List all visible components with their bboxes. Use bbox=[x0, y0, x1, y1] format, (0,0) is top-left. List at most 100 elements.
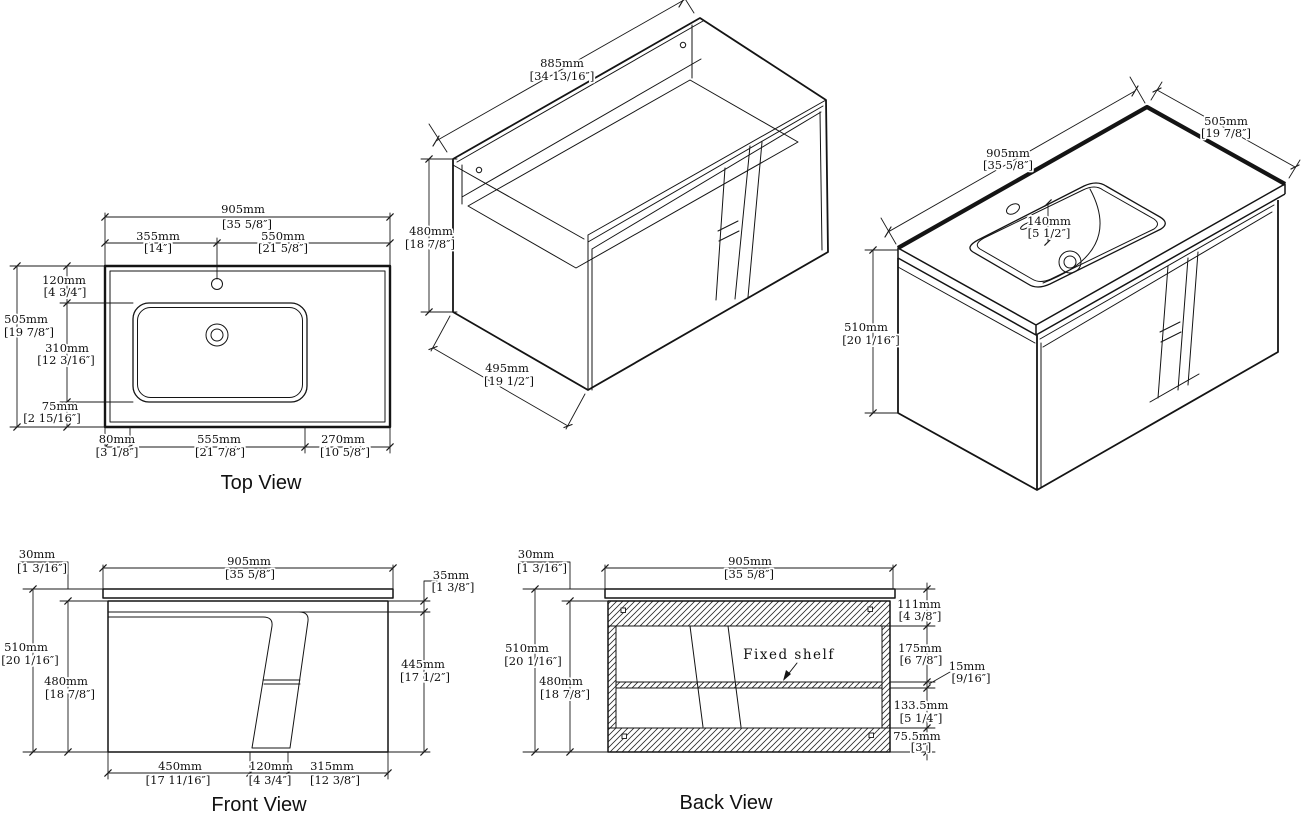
cabinet-detail-lines bbox=[452, 20, 827, 391]
dim-lower-section-mm: 133.5mm bbox=[894, 698, 949, 712]
dim-overhang-in: [1 3/16″] bbox=[517, 561, 567, 575]
dim-depth-in: [19 1/2″] bbox=[484, 374, 534, 388]
dim-width-mm: 905mm bbox=[227, 554, 271, 568]
sink-basin-outer bbox=[969, 182, 1166, 288]
cabinet-outline bbox=[452, 17, 829, 391]
dim-edge-to-basin-mm: 120mm bbox=[42, 273, 86, 287]
drain-outer bbox=[205, 323, 229, 347]
dim-body-height-mm: 480mm bbox=[44, 674, 88, 688]
door-seam-lines bbox=[689, 625, 742, 728]
screw-hole bbox=[867, 606, 873, 612]
dim-height-in: [20 1/16″] bbox=[1, 653, 58, 667]
dim-top-depth-in: [19 7/8″] bbox=[1201, 126, 1251, 140]
screw-hole bbox=[621, 733, 627, 739]
front-view-tick-marks bbox=[29, 564, 428, 777]
dim-basin-to-edge-mm: 75mm bbox=[42, 399, 79, 413]
dim-center-gap-mm: 120mm bbox=[249, 759, 293, 773]
dim-width-in: [35 5/8″] bbox=[225, 567, 275, 581]
dim-upper-section-in: [6 7/8″] bbox=[900, 653, 943, 667]
dim-left-span-mm: 355mm bbox=[136, 229, 180, 243]
countertop bbox=[897, 106, 1286, 336]
overflow-slot bbox=[1020, 222, 1032, 230]
dim-side-span-mm: 270mm bbox=[321, 432, 365, 446]
dim-height-mm: 510mm bbox=[844, 320, 888, 334]
cabinet-detail-lines bbox=[897, 204, 1275, 489]
countertop-inner-edge bbox=[109, 270, 386, 423]
dim-body-height-mm: 480mm bbox=[539, 674, 583, 688]
dim-height-in: [20 1/16″] bbox=[504, 654, 561, 668]
dim-basin-length-in: [12 3/16″] bbox=[37, 353, 94, 367]
screw-hole bbox=[868, 732, 874, 738]
dim-width-mm: 905mm bbox=[728, 554, 772, 568]
door-lines bbox=[107, 611, 389, 749]
shelf-arrow-head bbox=[783, 670, 791, 681]
dim-top-width-mm: 905mm bbox=[986, 146, 1030, 160]
dim-upper-section-mm: 175mm bbox=[898, 641, 942, 655]
dim-width-in: [35 5/8″] bbox=[222, 217, 272, 231]
dim-basin-length-mm: 310mm bbox=[45, 341, 89, 355]
dim-top-rail-mm: 111mm bbox=[897, 597, 941, 611]
dim-body-height-in: [18 7/8″] bbox=[540, 687, 590, 701]
dim-overhang-mm: 30mm bbox=[518, 547, 555, 561]
faucet-hole bbox=[1006, 203, 1020, 215]
left-stile-hatched bbox=[607, 625, 617, 729]
top-view-dimension-lines bbox=[9, 212, 391, 454]
top-rail-hatched bbox=[607, 600, 891, 627]
dim-center-gap-in: [4 3/4″] bbox=[249, 773, 292, 787]
drain-inner bbox=[1063, 255, 1077, 269]
dim-door-height-in: [17 1/2″] bbox=[400, 670, 450, 684]
back-view: 30mm [1 3/16″] 905mm [35 5/8″] 510mm [20… bbox=[503, 545, 993, 816]
dim-width-in: [35 5/8″] bbox=[724, 567, 774, 581]
dim-bottom-rail-in: [3″] bbox=[911, 740, 932, 754]
cabinet-body-outline bbox=[897, 200, 1279, 491]
back-view-tick-marks bbox=[531, 564, 931, 756]
basin-depth-curve bbox=[1042, 188, 1101, 284]
iso-sink-tick-marks bbox=[869, 85, 1300, 417]
screw-hole bbox=[475, 166, 483, 174]
dim-side-span-in: [10 5/8″] bbox=[320, 445, 370, 459]
dim-width-mm: 885mm bbox=[540, 56, 584, 70]
dim-width-mm: 905mm bbox=[221, 202, 265, 216]
iso-open-view: 885mm [34 13/16″] 480mm [18 7/8″] 495mm … bbox=[403, 0, 829, 430]
top-view: 905mm [35 5/8″] 355mm [14″] 550mm [21 5/… bbox=[2, 200, 394, 496]
dim-right-door-mm: 315mm bbox=[310, 759, 354, 773]
dim-shelf-thickness-mm: 15mm bbox=[949, 659, 986, 673]
dim-basin-to-edge-in: [2 15/16″] bbox=[23, 411, 80, 425]
dim-edge-to-basin-in: [4 3/4″] bbox=[44, 285, 87, 299]
dim-left-door-mm: 450mm bbox=[158, 759, 202, 773]
dim-corner-offset-mm: 80mm bbox=[99, 432, 136, 446]
back-view-dimension-lines bbox=[519, 561, 951, 761]
dim-depth-in: [19 7/8″] bbox=[4, 325, 54, 339]
dim-top-width-in: [35 5/8″] bbox=[983, 158, 1033, 172]
dim-shelf-thickness-in: [9/16″] bbox=[951, 671, 990, 685]
sink-basin-outer bbox=[132, 302, 308, 403]
screw-hole bbox=[679, 41, 687, 49]
dim-faucet-center-in: [5 1/2″] bbox=[1028, 226, 1071, 240]
top-view-title: Top View bbox=[221, 472, 302, 494]
iso-open-tick-marks bbox=[425, 0, 684, 429]
iso-sink-view: 905mm [35 5/8″] 505mm [19 7/8″] 510mm [2… bbox=[841, 76, 1301, 491]
dim-bottom-rail-mm: 75.5mm bbox=[893, 729, 941, 743]
cabinet-body bbox=[107, 600, 389, 753]
dim-lower-section-in: [5 1/4″] bbox=[900, 711, 943, 725]
sink-basin-inner bbox=[137, 307, 303, 398]
dim-height-mm: 510mm bbox=[4, 640, 48, 654]
dim-height-mm: 510mm bbox=[505, 641, 549, 655]
dim-top-reveal-in: [1 3/8″] bbox=[432, 580, 475, 594]
dim-top-rail-in: [4 3/8″] bbox=[899, 609, 942, 623]
dim-left-span-in: [14″] bbox=[144, 241, 172, 255]
dim-left-door-in: [17 11/16″] bbox=[146, 773, 211, 787]
dim-overhang-mm: 30mm bbox=[19, 547, 56, 561]
dim-height-in: [20 1/16″] bbox=[842, 333, 899, 347]
dim-width-in: [34 13/16″] bbox=[530, 69, 595, 83]
countertop-slab bbox=[604, 588, 896, 599]
sink-basin-inner bbox=[976, 186, 1158, 282]
front-view: 30mm [1 3/16″] 905mm [35 5/8″] 35mm [1 3… bbox=[0, 545, 476, 818]
front-view-dimension-lines bbox=[19, 561, 438, 780]
countertop-slab bbox=[102, 588, 394, 599]
dim-top-reveal-mm: 35mm bbox=[433, 568, 470, 582]
fixed-shelf-hatched bbox=[615, 681, 883, 689]
dim-body-height-in: [18 7/8″] bbox=[45, 687, 95, 701]
fixed-shelf-label: Fixed shelf bbox=[743, 647, 835, 663]
